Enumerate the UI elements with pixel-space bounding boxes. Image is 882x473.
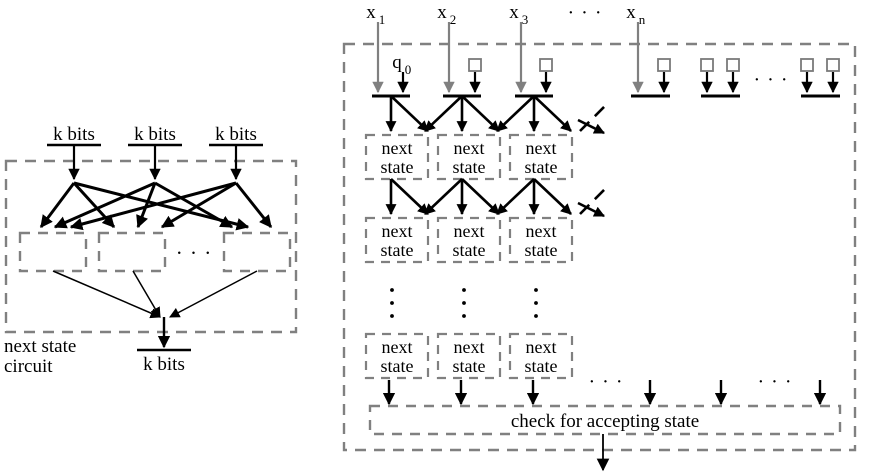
bus-row-ellipsis: · · · [754,69,789,91]
left-gate-cell-3 [222,231,292,273]
left-fanout-node-3 [69,181,273,231]
tape-inputs-ellipsis: · · · [568,2,603,24]
next-state-line1: next [526,221,557,241]
accept-check-box [368,404,842,436]
initial-state-label: q 0 [392,52,411,77]
next-state-line2: state [453,157,486,177]
left-caption-line1: next state [4,336,76,357]
accept-row-ellipsis-left: · · · [589,371,624,393]
tape-input-xn-base: x [626,2,636,23]
next-state-box-r2-c1 [364,216,430,264]
next-state-line1: next [382,138,413,158]
vertical-ellipsis-c1 [390,288,394,318]
blank-square-icon-4 [700,58,714,72]
accept-row-ellipsis-right: · · · [758,371,793,393]
crossbar-row-2 [385,178,607,218]
vertical-ellipsis-c3 [534,288,538,318]
left-k-bits-label-1: k bits [53,124,95,145]
right-outer-dashed-box [342,42,857,452]
left-cells-ellipsis: · · · [176,241,212,265]
blank-square-icon-7 [826,58,840,72]
vertical-ellipsis-c2 [462,288,466,318]
left-next-state-circuit [4,143,298,352]
next-state-box-r2-c3 [508,216,574,264]
next-state-box-r3-c1 [364,332,430,380]
left-gate-cell-1 [18,231,88,273]
right-turing-circuit [342,22,857,472]
accept-check-label: check for accepting state [511,411,699,432]
tape-input-label-x3: x 3 [509,2,528,27]
next-state-line1: next [382,337,413,357]
next-state-box-r3-c2 [436,332,502,380]
next-state-text-r2-c1: next state [381,221,414,260]
next-state-text-r1-c2: next state [453,138,486,177]
left-output-k-bits-label: k bits [143,354,185,375]
next-state-line1: next [454,221,485,241]
tape-input-x1-base: x [366,2,376,23]
next-state-line1: next [382,221,413,241]
left-gate-cell-2 [97,231,167,273]
tape-input-x2-sub: 2 [450,12,457,27]
next-state-line2: state [525,356,558,376]
tape-input-label-xn: x n [626,2,646,27]
next-state-line1: next [454,138,485,158]
next-state-line2: state [381,240,414,260]
next-state-line2: state [381,356,414,376]
next-state-line2: state [525,240,558,260]
tape-input-x2-base: x [437,2,447,23]
next-state-line1: next [526,138,557,158]
next-state-text-r3-c1: next state [381,337,414,376]
left-converge-arrows [52,270,258,319]
next-state-box-r3-c3 [508,332,574,380]
tape-input-x3-base: x [509,2,519,23]
next-state-text-r3-c3: next state [525,337,558,376]
left-input-group-2 [128,143,182,181]
next-state-line2: state [381,157,414,177]
next-state-text-r2-c3: next state [525,221,558,260]
next-state-text-r3-c2: next state [453,337,486,376]
blank-square-icon-2 [539,58,553,72]
blank-square-icon-1 [468,58,482,72]
next-state-box-r1-c2 [436,133,502,181]
blank-square-icon-6 [800,58,814,72]
tape-input-x3-sub: 3 [522,12,529,27]
next-state-text-r1-c1: next state [381,138,414,177]
left-k-bits-label-2: k bits [134,124,176,145]
next-state-text-r2-c2: next state [453,221,486,260]
next-state-line1: next [454,337,485,357]
left-input-group-1 [47,143,101,181]
tape-input-x1-sub: 1 [379,12,386,27]
next-state-box-r1-c1 [364,133,430,181]
next-state-line2: state [453,240,486,260]
next-state-line1: next [526,337,557,357]
blank-square-icon-5 [726,58,740,72]
left-caption-line2: circuit [4,356,53,377]
next-state-box-r2-c2 [436,216,502,264]
tape-input-label-x2: x 2 [437,2,456,27]
left-outer-dashed-box [4,159,298,334]
crossbar-row-1 [385,95,607,135]
next-state-box-r1-c3 [508,133,574,181]
initial-state-base: q [392,52,402,73]
next-state-line2: state [525,157,558,177]
initial-state-sub: 0 [405,62,412,77]
left-input-group-3 [209,143,263,181]
next-state-line2: state [453,356,486,376]
tape-input-label-x1: x 1 [366,2,385,27]
next-state-text-r1-c3: next state [525,138,558,177]
tape-input-xn-sub: n [639,12,646,27]
left-k-bits-label-3: k bits [215,124,257,145]
blank-square-icon-3 [657,58,671,72]
